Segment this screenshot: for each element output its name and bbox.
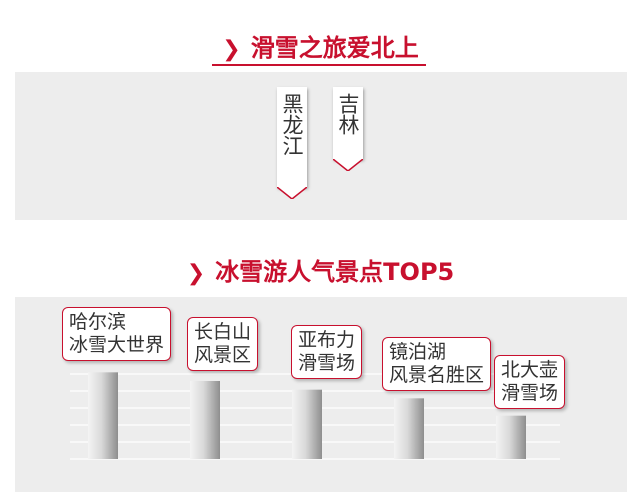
category-label-line: 滑雪场 bbox=[298, 352, 356, 374]
section-title-text: 冰雪游人气景点TOP5 bbox=[215, 258, 455, 286]
province-flag-jilin: 吉林 bbox=[333, 87, 363, 171]
bar-1 bbox=[88, 372, 118, 459]
bar-4 bbox=[394, 398, 424, 459]
category-label-line: 滑雪场 bbox=[501, 382, 559, 404]
flag-tip bbox=[333, 159, 363, 171]
section-title-text: 滑雪之旅爱北上 bbox=[250, 34, 419, 62]
category-label-5: 北大壶滑雪场 bbox=[494, 355, 566, 409]
title-underline bbox=[212, 64, 426, 66]
province-label: 黑龙江 bbox=[280, 93, 304, 156]
category-label-line: 冰雪大世界 bbox=[69, 334, 165, 356]
section-title-top5: ❯ 冰雪游人气景点TOP5 bbox=[0, 258, 641, 288]
category-label-2: 长白山风景区 bbox=[187, 317, 259, 371]
bar-2 bbox=[190, 381, 220, 459]
category-label-4: 镜泊湖风景名胜区 bbox=[382, 337, 492, 391]
category-label-line: 亚布力 bbox=[298, 329, 356, 351]
category-label-3: 亚布力滑雪场 bbox=[291, 325, 363, 379]
category-label-line: 风景名胜区 bbox=[389, 364, 485, 386]
flag-tip bbox=[277, 187, 307, 199]
bar-5 bbox=[496, 415, 526, 459]
category-label-1: 哈尔滨冰雪大世界 bbox=[62, 307, 172, 361]
top5-chart-panel: 哈尔滨冰雪大世界长白山风景区亚布力滑雪场镜泊湖风景名胜区北大壶滑雪场 bbox=[15, 297, 627, 492]
province-flag-heilongjiang: 黑龙江 bbox=[277, 87, 307, 199]
category-label-line: 镜泊湖 bbox=[389, 341, 447, 363]
section-title-ski: ❯ 滑雪之旅爱北上 bbox=[0, 34, 641, 64]
bar-3 bbox=[292, 389, 322, 459]
chevron-right-icon: ❯ bbox=[186, 261, 206, 286]
province-label: 吉林 bbox=[336, 93, 360, 135]
category-label-line: 长白山 bbox=[194, 321, 252, 343]
province-panel bbox=[15, 72, 627, 220]
top5-bar-chart bbox=[70, 372, 560, 460]
category-label-line: 风景区 bbox=[194, 344, 252, 366]
category-label-line: 北大壶 bbox=[501, 359, 559, 381]
category-label-line: 哈尔滨 bbox=[69, 311, 127, 333]
chevron-right-icon: ❯ bbox=[222, 37, 241, 62]
